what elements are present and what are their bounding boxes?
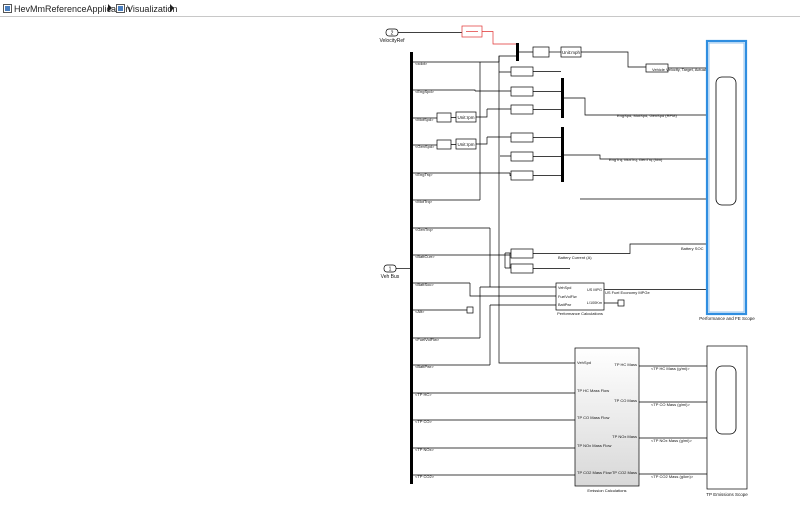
inport-label: Veh Bus [381, 274, 400, 280]
bus-signal-label: <TP CO2> [415, 474, 435, 479]
block-title: Emission Calculations [587, 488, 626, 493]
port-label: VehSpd [577, 360, 591, 365]
scope-label: Performance and FE Scope [699, 316, 755, 321]
scope-label: TP Emissions Scope [706, 492, 748, 497]
breadcrumb: HevMmReferenceApplication Visualization [0, 0, 800, 17]
terminator-block[interactable] [617, 299, 625, 307]
port-label: US MPG [587, 288, 602, 292]
port-label: FuelVolFlw [558, 295, 577, 299]
bus-signal-label: <Alt> [415, 309, 425, 314]
bus-signal-label: <TP HC> [415, 392, 432, 397]
port-label: TP CO2 Mass Flow [577, 470, 612, 475]
port-label: L/100Km [587, 301, 602, 305]
port-label: VehSpd [558, 286, 571, 290]
inport-veh-bus[interactable]: 1 Veh Bus [381, 264, 400, 280]
subsystem-icon [116, 4, 125, 13]
mux-torques[interactable] [561, 127, 564, 182]
gain-block[interactable] [436, 112, 452, 123]
bus-signal-label: <BattPwr> [415, 364, 434, 369]
bus-signal-label: <GenSpd> [415, 144, 435, 149]
port-label: TP NOx Mass [612, 434, 637, 439]
rate-transition-block[interactable] [510, 248, 534, 259]
red-gain-block[interactable] [461, 25, 516, 45]
chevron-right-icon [170, 4, 174, 12]
gain-block[interactable] [436, 139, 452, 150]
port-label: TP CO Mass Flow [577, 415, 609, 420]
svg-text:Unit:mph: Unit:mph [562, 50, 581, 55]
bus-signal-label: <TP NOx> [415, 447, 434, 452]
signal-label-co2: <TP CO2 Mass (g/km)> [651, 474, 694, 479]
performance-fe-scope[interactable]: Performance and FE Scope [699, 39, 755, 321]
signal-label-speeds: EngSpd, MotSpd, GenSpd (RPM) [617, 113, 677, 118]
signal-label-batt-soc: Battery SOC [681, 246, 704, 251]
terminator-block[interactable] [466, 306, 474, 314]
breadcrumb-item-model[interactable]: HevMmReferenceApplication [3, 2, 131, 15]
rate-transition-block[interactable] [510, 132, 534, 143]
signal-label-fuel-economy: US Fuel Economy MPGe [605, 290, 650, 295]
bus-signal-label: <GenTrq> [415, 227, 434, 232]
bus-signal-label: <EngSpd> [415, 89, 435, 94]
rate-transition-block[interactable] [510, 151, 534, 162]
bus-signal-label: <BattCurr> [415, 254, 435, 259]
chevron-right-icon [108, 4, 112, 12]
bus-signal-label: <xdot> [415, 61, 428, 66]
tp-emissions-scope[interactable]: TP Emissions Scope [706, 345, 748, 497]
port-label: TP CO Mass [614, 398, 637, 403]
bus-signal-label: <EngTrq> [415, 172, 433, 177]
rate-transition-block[interactable] [510, 66, 534, 77]
unit-conversion-mph[interactable]: Unit:mph [560, 46, 582, 58]
signal-label-torques: EngTrq, MotTrq, GenTrq (Nm) [609, 157, 663, 162]
port-label: TP CO2 Mass [612, 470, 637, 475]
bus-signal-label: <MotSpd> [415, 117, 434, 122]
signal-label-co: <TP CO Mass (g/mi)> [651, 402, 690, 407]
bus-selector[interactable] [410, 52, 413, 484]
block-title: Performance Calculations [557, 311, 603, 316]
rate-transition-block[interactable] [510, 263, 534, 274]
signal-label-hc: <TP HC Mass (g/mi)> [651, 366, 690, 371]
port-label: TP HC Mass Flow [577, 388, 609, 393]
breadcrumb-label: Visualization [127, 3, 178, 14]
unit-conversion-rpm[interactable]: Unit:rpm [455, 111, 477, 123]
inport-velocity-ref[interactable]: 2 VelocityRef [379, 28, 405, 44]
emission-calculations-block[interactable]: VehSpd TP HC Mass Flow TP CO Mass Flow T… [574, 347, 640, 493]
breadcrumb-item-subsystem[interactable]: Visualization [116, 2, 177, 15]
product-block[interactable] [532, 46, 550, 58]
rate-transition-block[interactable] [510, 86, 534, 97]
inport-number: 1 [389, 267, 392, 273]
performance-calculations-block[interactable]: VehSpd FuelVolFlw BattPwr US MPG L/100Km… [555, 282, 605, 316]
signal-label-velocity: Vehicle Velocity, Target, Actual (mph) [652, 67, 718, 72]
mux-speeds[interactable] [561, 78, 564, 118]
signal-label-nox: <TP NOx Mass (g/mi)> [651, 438, 692, 443]
breadcrumb-label: HevMmReferenceApplication [14, 3, 131, 14]
bus-signal-label: <TP CO> [415, 419, 432, 424]
bus-signal-label: <MotTrq> [415, 199, 433, 204]
inport-label: VelocityRef [379, 38, 405, 44]
svg-text:Unit:rpm: Unit:rpm [457, 115, 474, 120]
unit-conversion-rpm[interactable]: Unit:rpm [455, 138, 477, 150]
port-label: TP HC Mass [614, 362, 637, 367]
model-icon [3, 4, 12, 13]
model-canvas[interactable]: 2 VelocityRef 1 Veh Bus <xdot> <EngSpd> … [0, 17, 800, 508]
inport-number: 2 [391, 31, 394, 37]
svg-text:Unit:rpm: Unit:rpm [457, 142, 474, 147]
port-label: TP NOx Mass Flow [577, 443, 611, 448]
bus-signal-label: <BattSoc> [415, 282, 434, 287]
rate-transition-block[interactable] [510, 104, 534, 115]
rate-transition-block[interactable] [510, 170, 534, 181]
bus-signal-label: <FuelVolFlw> [415, 337, 440, 342]
signal-label-batt-current: Battery Current (A) [558, 255, 592, 260]
mux-velocity[interactable] [516, 43, 519, 61]
port-label: BattPwr [558, 303, 572, 307]
